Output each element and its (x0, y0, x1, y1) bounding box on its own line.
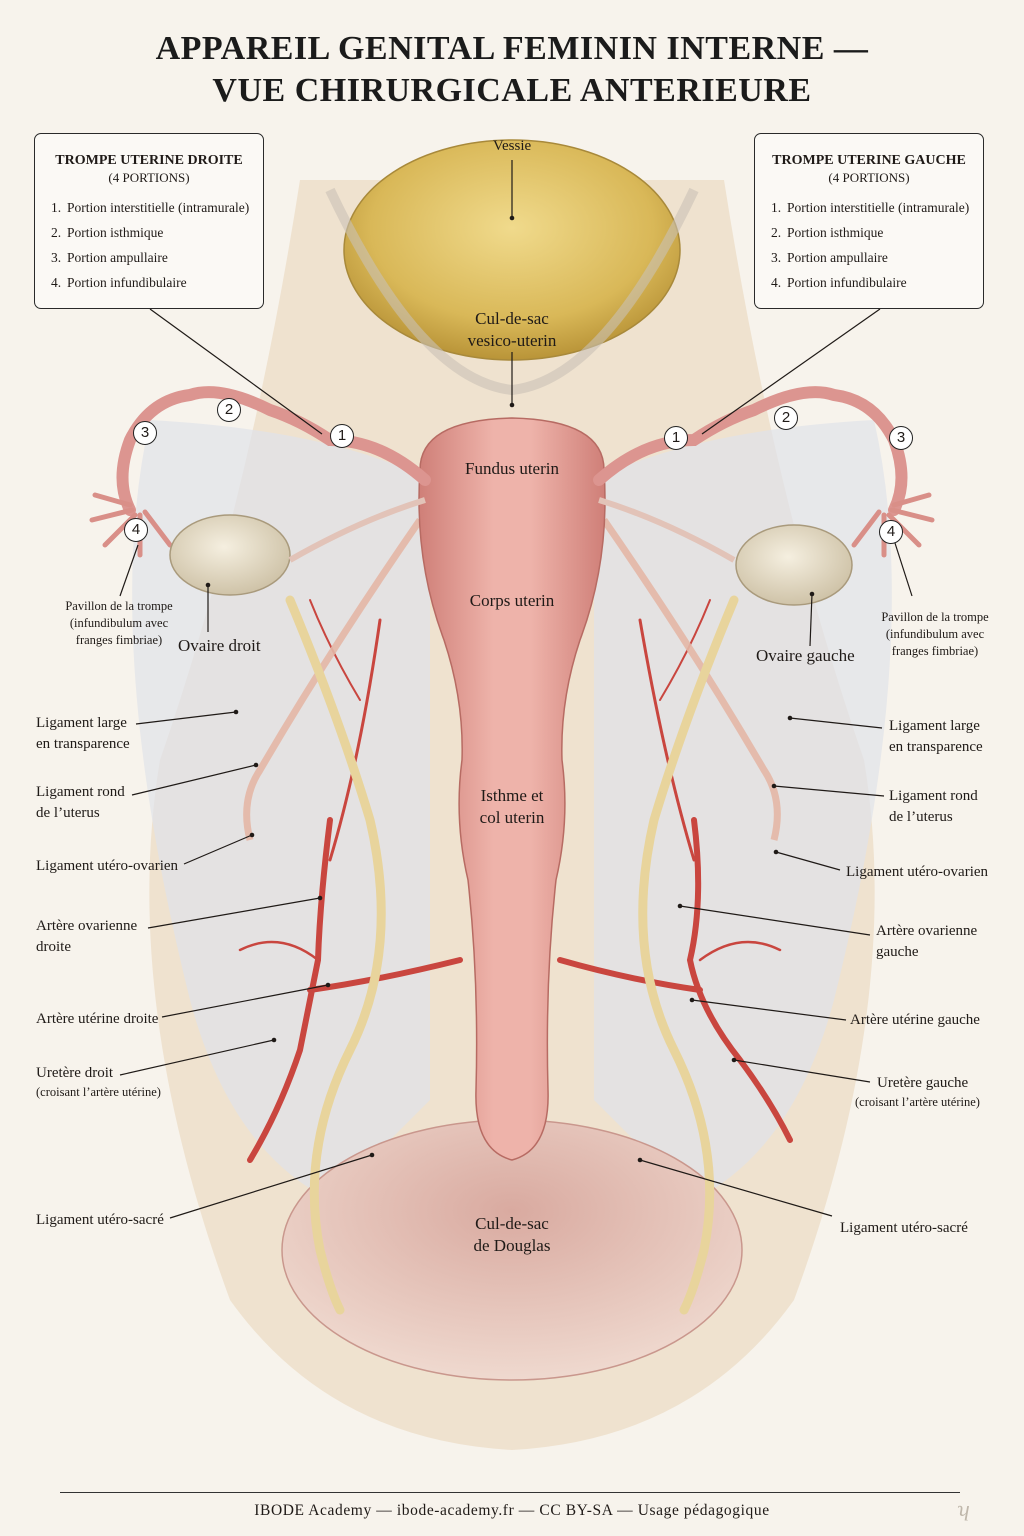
label-vessie: Vessie (492, 138, 532, 154)
right-ureter (638, 595, 739, 1315)
leader-dots (205, 215, 815, 1163)
label-artere-uterine-droite: Artère utérine droite (36, 1011, 159, 1027)
left-tube-box: TROMPE UTERINE GAUCHE (4 PORTIONS) 1.Por… (754, 133, 984, 309)
right-tube-sub: (4 PORTIONS) (108, 170, 190, 185)
label-artere-uterine-gauche: Artère utérine gauche (850, 1012, 980, 1028)
right-tube-heading: TROMPE UTERINE DROITE (55, 153, 243, 168)
label-ligament-utero-sacre-right: Ligament utéro-sacré (840, 1220, 968, 1236)
left-round-ligament (243, 518, 423, 841)
marker-right-3: 3 (133, 421, 157, 445)
label-ovaire-gauche: Ovaire gauche (756, 646, 855, 665)
label-corps: Corps uterin (469, 591, 555, 610)
label-fundus: Fundus uterin (465, 459, 559, 478)
list-item: 1.Portion interstitielle (intramurale) (51, 200, 250, 215)
marker-right-2: 2 (217, 398, 241, 422)
leader-lines (119, 160, 913, 1219)
list-item: 1.Portion interstitielle (intramurale) (771, 200, 970, 215)
label-uretere-gauche: Uretère gauche(croisant l’artère utérine… (855, 1075, 980, 1109)
left-ureter (285, 595, 386, 1315)
list-item: 4.Portion infundibulaire (771, 275, 907, 290)
footer-divider (60, 1492, 960, 1493)
label-ligament-utero-ovarien-right: Ligament utéro-ovarien (846, 864, 989, 880)
marker-left-4: 4 (879, 520, 903, 544)
label-ligament-utero-sacre-left: Ligament utéro-sacré (36, 1212, 164, 1228)
title-line-2: VUE CHIRURGICALE ANTERIEURE (212, 72, 812, 109)
left-ovary-shape (735, 524, 853, 606)
label-ligament-utero-ovarien-left: Ligament utéro-ovarien (36, 858, 179, 874)
left-tube-sub: (4 PORTIONS) (828, 170, 910, 185)
marker-left-3: 3 (889, 426, 913, 450)
page-title: APPAREIL GENITAL FEMININ INTERNE — VUE C… (0, 28, 1024, 112)
list-item: 4.Portion infundibulaire (51, 275, 187, 290)
marker-right-4: 4 (124, 518, 148, 542)
list-item: 3.Portion ampullaire (51, 250, 168, 265)
marker-left-2: 2 (774, 406, 798, 430)
list-item: 2.Portion isthmique (51, 225, 164, 240)
right-round-ligament (601, 518, 781, 841)
label-uretere-droit: Uretère droit(croisant l’artère utérine) (36, 1065, 161, 1099)
footer-credit: IBODE Academy — ibode-academy.fr — CC BY… (254, 1502, 770, 1519)
list-item: 3.Portion ampullaire (771, 250, 888, 265)
right-ovary-shape (169, 514, 291, 596)
label-ovaire-droit: Ovaire droit (178, 636, 261, 655)
left-tube-heading: TROMPE UTERINE GAUCHE (772, 153, 966, 168)
marker-left-1: 1 (664, 426, 688, 450)
marker-right-1: 1 (330, 424, 354, 448)
signature-logo-icon: ʮ (958, 1496, 970, 1521)
left-tube-list: 1.Portion interstitielle (intramurale) 2… (767, 195, 971, 295)
right-tube-box: TROMPE UTERINE DROITE (4 PORTIONS) 1.Por… (34, 133, 264, 309)
right-tube-list: 1.Portion interstitielle (intramurale) 2… (47, 195, 251, 295)
title-line-1: APPAREIL GENITAL FEMININ INTERNE — (155, 30, 869, 67)
list-item: 2.Portion isthmique (771, 225, 884, 240)
